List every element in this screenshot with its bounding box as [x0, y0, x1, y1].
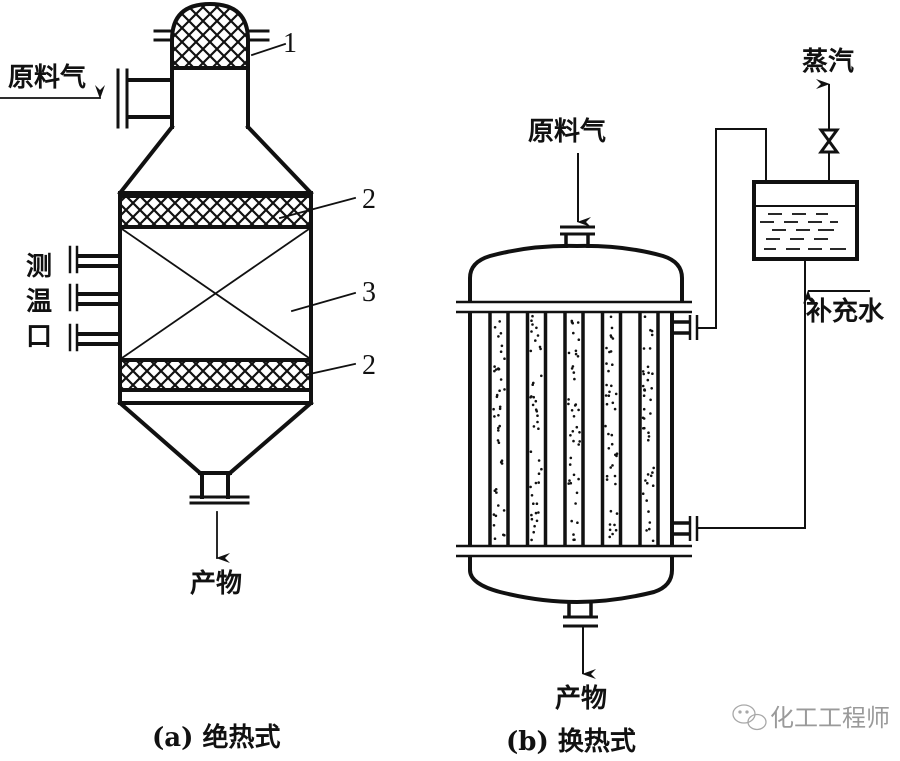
callout-2-top: 2: [362, 184, 376, 215]
product-label-a: 产物: [190, 569, 242, 599]
steam-label: 蒸汽: [802, 47, 854, 77]
catalyst-bed: [120, 227, 311, 360]
wechat-icon: [732, 704, 767, 731]
catalyst-support-bottom: [118, 358, 313, 392]
catalyst-tube: [638, 312, 660, 546]
callout-1: 1: [283, 28, 297, 59]
catalyst-tube: [488, 312, 510, 546]
product-label-b: 产物: [555, 684, 607, 714]
top-head: [468, 243, 684, 302]
temp-port-label-3: 口: [26, 322, 52, 352]
water-return-pipe: [697, 259, 806, 529]
watermark-text: 化工工程师: [770, 704, 890, 732]
callout-leader-1: [250, 42, 287, 57]
callout-3: 3: [362, 277, 376, 308]
watermark: 化工工程师: [732, 704, 890, 732]
coolant-inlet-nozzle: [672, 516, 699, 541]
temp-port-label-2: 温: [26, 287, 52, 317]
top-catalyst-cap: [170, 1, 250, 70]
steam-drum: [752, 180, 859, 261]
water-dashes: [760, 213, 846, 250]
temp-port-label-1: 测: [26, 252, 52, 282]
makeup-water-label: 补充水: [806, 296, 885, 327]
callout-leader-2-bottom: [303, 362, 357, 377]
callout-leader-2-top: [278, 196, 357, 220]
callout-2-bottom: 2: [362, 350, 376, 381]
catalyst-tube: [600, 312, 623, 546]
feed-label-a: 原料气: [8, 62, 86, 93]
catalyst-tube: [525, 312, 548, 546]
catalyst-tubes: [488, 312, 660, 546]
feed-label-b: 原料气: [528, 116, 606, 147]
catalyst-tube: [563, 312, 585, 546]
temperature-ports: [68, 245, 122, 352]
steam-riser-pipe: [697, 128, 767, 329]
caption-b: (b) 换热式: [506, 727, 636, 757]
reactor-b: [456, 79, 870, 679]
steam-valve-icon: [818, 128, 840, 154]
coolant-outlet-nozzle: [672, 315, 699, 340]
callout-leader-3: [290, 291, 357, 313]
bottom-head: [468, 556, 674, 605]
catalyst-support-top: [118, 194, 313, 229]
product-outlet-nozzle-b: [563, 603, 598, 628]
feed-inlet-nozzle: [116, 68, 174, 129]
product-outlet-nozzle: [189, 471, 250, 505]
reactor-a: [0, 1, 357, 563]
caption-a: (a) 绝热式: [152, 722, 281, 753]
